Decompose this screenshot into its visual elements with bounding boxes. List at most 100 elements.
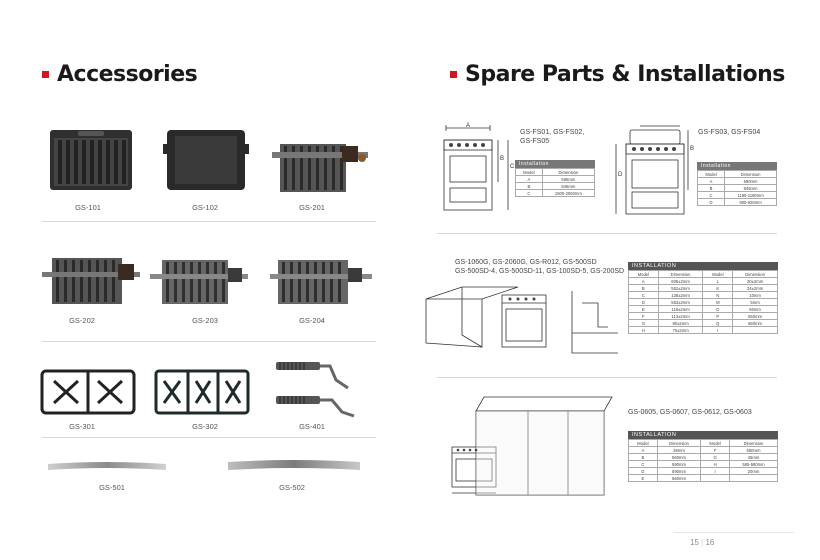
table-cell: A: [696, 177, 726, 185]
table-cell: A: [628, 277, 659, 285]
table-cell: Dimension: [541, 168, 596, 176]
table-cell: M: [702, 298, 734, 306]
table-cell: 1500-2060mm: [541, 189, 596, 197]
table-cell: 845mm: [724, 184, 777, 192]
table-cell: D: [696, 198, 726, 206]
dim-label-a: A: [466, 123, 470, 129]
accessories-title: Accessories: [57, 62, 198, 87]
table-cell: B: [628, 284, 659, 292]
item-caption: GS-101: [75, 203, 101, 212]
row-divider: [42, 341, 376, 342]
table-cell: 595mm: [541, 175, 596, 183]
item-caption: GS-203: [192, 316, 218, 325]
table-cell: I: [702, 326, 734, 334]
table-cell: B: [628, 453, 658, 461]
table-cell: Model: [628, 270, 659, 278]
table-cell: Model: [700, 439, 730, 447]
table-cell: 845mm: [541, 182, 596, 190]
table-cell: 590mm: [656, 460, 702, 468]
tray-gs101-image: [50, 130, 132, 190]
table-title: INSTALLATION: [628, 431, 778, 439]
table-cell: 606±2mm: [657, 277, 704, 285]
table-cell: [732, 326, 778, 334]
tray-gs102-image: [163, 130, 249, 190]
page-number-left: 15: [690, 538, 699, 547]
item-caption: GS-502: [279, 483, 305, 492]
built-in-oven-diagram: [425, 286, 618, 354]
table-cell: O: [702, 305, 734, 313]
table-cell: Dimension: [657, 270, 704, 278]
table-cell: Dimension: [724, 170, 777, 178]
table-cell: D: [628, 298, 659, 306]
table-cell: C: [628, 460, 658, 468]
table-cell: 590mm: [656, 467, 702, 475]
item-caption: GS-301: [69, 422, 95, 431]
table-cell: E: [628, 474, 658, 482]
item-caption: GS-401: [299, 422, 325, 431]
table-cell: 5mm: [732, 298, 778, 306]
bullet-icon: [450, 71, 457, 78]
section-divider: [437, 233, 777, 234]
table-cell: C: [515, 189, 543, 197]
table-title: Installation: [515, 160, 595, 168]
table-cell: C: [628, 291, 659, 299]
table-cell: 1180-1180mm: [724, 191, 777, 199]
item-caption: GS-102: [192, 203, 218, 212]
pan-support-gs301-image: [40, 369, 136, 415]
item-caption: GS-202: [69, 316, 95, 325]
table-cell: 128±2mm: [657, 291, 704, 299]
table-cell: 10mm: [732, 291, 778, 299]
dim-label-d: D: [618, 172, 623, 178]
table-cell: 560mm: [732, 319, 778, 327]
bullet-icon: [42, 71, 49, 78]
row-divider: [42, 437, 376, 438]
table-cell: Q: [702, 319, 734, 327]
table-cell: H: [700, 460, 730, 468]
table-cell: E: [628, 305, 659, 313]
model-list: GS-FS03, GS-FS04: [698, 129, 761, 136]
table-cell: F: [628, 312, 659, 320]
rotisserie-gs202-image: [42, 258, 140, 304]
table-cell: 20mm: [729, 467, 778, 475]
table-cell: 38mm: [656, 446, 702, 454]
table-cell: 552±2mm: [657, 284, 704, 292]
table-cell: 60mm: [732, 305, 778, 313]
row-divider: [42, 221, 376, 222]
table-cell: Model: [702, 270, 734, 278]
table-cell: H: [628, 326, 659, 334]
strip-gs501-image: [48, 462, 166, 470]
item-caption: GS-201: [299, 203, 325, 212]
model-list: GS-1060G, GS-2060G, GS-R012, GS-500SD GS…: [455, 259, 625, 275]
table-cell: Dimension: [656, 439, 702, 447]
table-cell: 560mm: [656, 453, 702, 461]
page-number-right: 16: [705, 538, 715, 547]
table-cell: P: [702, 312, 734, 320]
thermocouple-gs401-image: [276, 362, 355, 418]
table-title: Installation: [697, 162, 777, 170]
item-caption: GS-204: [299, 316, 325, 325]
table-cell: 113±2mm: [657, 312, 704, 320]
model-list: GS-0605, GS-0607, GS-0612, GS-0603: [628, 409, 752, 416]
table-cell: C: [696, 191, 726, 199]
dim-label-b: B: [690, 146, 694, 152]
table-cell: I: [700, 467, 730, 475]
